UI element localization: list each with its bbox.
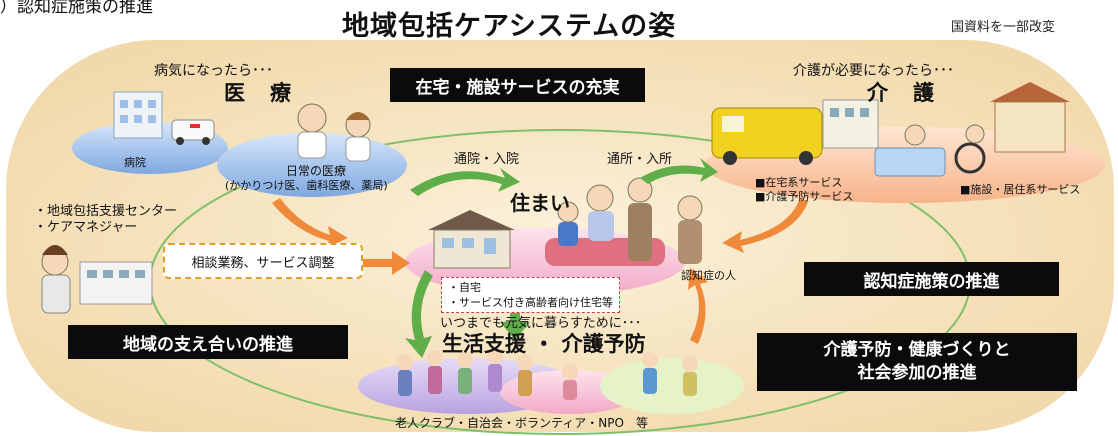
care-pretext: 介護が必要になったら･･･ [793, 63, 954, 79]
exercise-icon [562, 364, 578, 400]
care-arrow [722, 198, 808, 253]
prevention-banner-line2: 社会参加の推進 [857, 363, 977, 383]
housing-item-service: ・サービス付き高齢者向け住宅等 [448, 296, 613, 309]
home-facility-banner: 在宅・施設サービスの充実 [390, 68, 645, 102]
ambulance-icon [171, 119, 215, 145]
service-home-label: ■在宅系サービス [755, 176, 843, 189]
partial-heading: ）認知症施策の推進 [0, 0, 153, 17]
hospital-label: 病院 [124, 156, 146, 169]
volunteer-icon [642, 352, 698, 396]
daily-care-label: 日常の医療 [286, 164, 347, 178]
service-facility-label: ■施設・居住系サービス [960, 183, 1081, 196]
hospital-visit-arrow [410, 168, 520, 196]
house-icon [428, 210, 515, 269]
housing-item-home: ・自宅 [448, 281, 481, 294]
housing-types-box: ・自宅 ・サービス付き高齢者向け住宅等 [441, 277, 620, 313]
consult-box: 相談業務、サービス調整 [163, 243, 363, 279]
housing-title: 住まい [510, 191, 570, 215]
care-manager-icon [41, 245, 71, 314]
care-house-icon [990, 82, 1070, 153]
living-arrow-left [405, 270, 433, 358]
care-title: 介 護 [867, 81, 936, 105]
hospital-building-icon [113, 91, 163, 139]
prevention-banner-line1: 介護予防・健康づくりと [823, 340, 1011, 360]
dementia-banner: 認知症施策の推進 [804, 262, 1059, 296]
prevention-banner: 介護予防・健康づくりと 社会参加の推進 [757, 333, 1077, 391]
community-groups-label: 老人クラブ・自治会・ボランティア・NPO 等 [395, 416, 648, 430]
support-center-building-icon [79, 261, 153, 305]
seniors-group-icon [397, 348, 533, 396]
care-manager-label: ・ケアマネジャー [34, 220, 138, 235]
community-banner: 地域の支え合いの推進 [68, 325, 348, 359]
living-arrow-right [688, 268, 708, 344]
wheelchair-icon [954, 124, 986, 174]
facility-visit-label: 通所・入所 [607, 152, 673, 167]
service-prevent-label: ■介護予防サービス [755, 190, 854, 203]
medical-pretext: 病気になったら･･･ [154, 63, 273, 79]
facility-visit-arrow [640, 158, 718, 184]
consult-arrow [360, 251, 410, 275]
medical-arrow [272, 198, 348, 248]
nurse-icon [345, 112, 371, 162]
medical-title: 医 療 [224, 81, 293, 105]
page-title: 地域包括ケアシステムの姿 [342, 11, 677, 42]
arrows-orange [272, 198, 808, 344]
living-pretext: いつまでも元気に暮らすために･･･ [440, 316, 642, 331]
dementia-person-label: 認知症の人 [681, 269, 736, 282]
source-note: 国資料を一部改変 [951, 20, 1056, 35]
living-arrow-down [500, 298, 530, 340]
arrows-green [405, 158, 718, 358]
bath-care-icon [874, 124, 946, 177]
volunteer-ellipse [600, 358, 744, 414]
dementia-person-icon [677, 195, 703, 264]
doctor-icon [297, 103, 327, 159]
care-van-icon [711, 107, 823, 165]
daily-care-sub-label: (かかりつけ医、歯科医療、薬局) [225, 179, 388, 192]
living-title: 生活支援 ・ 介護予防 [442, 332, 646, 356]
support-center-label: ・地域包括支援センター [34, 204, 178, 219]
care-facility-icon [822, 99, 879, 149]
family-icon [545, 177, 665, 266]
hospital-visit-label: 通院・入院 [454, 152, 520, 167]
